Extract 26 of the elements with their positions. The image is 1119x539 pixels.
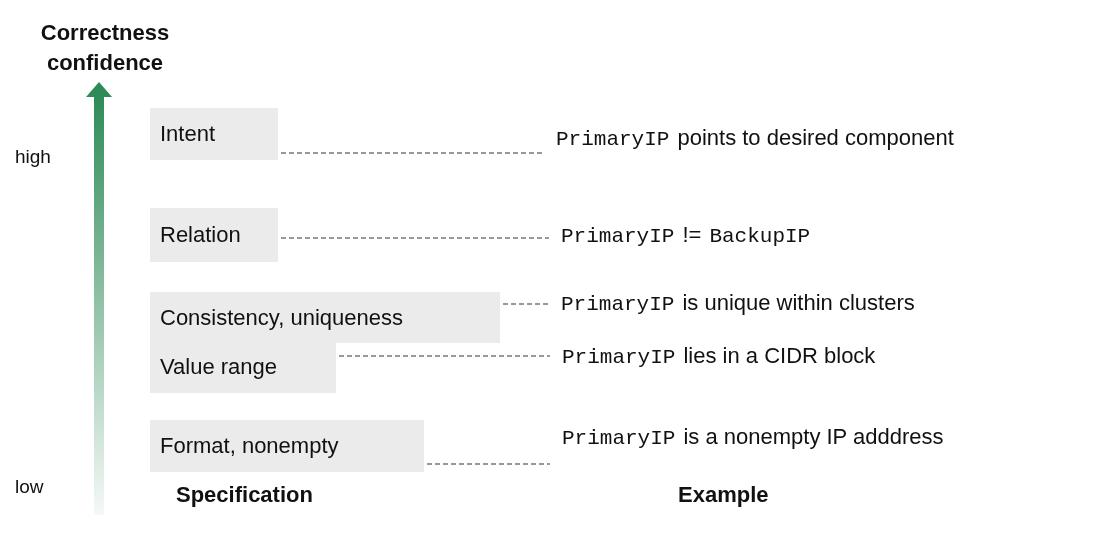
example-text: is a nonempty IP adddress bbox=[683, 424, 944, 450]
specification-label: Relation bbox=[160, 222, 241, 248]
specification-label: Value range bbox=[160, 354, 277, 380]
specification-label: Consistency, uniqueness bbox=[160, 304, 403, 331]
dashed-connector bbox=[426, 463, 551, 465]
code-text: PrimaryIP bbox=[556, 128, 670, 151]
specification-label: Intent bbox=[160, 121, 216, 147]
code-text: BackupIP bbox=[709, 225, 811, 248]
axis-label: low bbox=[15, 476, 44, 498]
example-text: points to desired component bbox=[677, 125, 954, 151]
dashed-connector bbox=[338, 355, 551, 357]
dashed-connector bbox=[280, 237, 550, 239]
dashed-connector bbox=[502, 303, 550, 305]
dashed-connector bbox=[280, 152, 545, 154]
example-text: != bbox=[682, 222, 702, 248]
code-text: PrimaryIP bbox=[561, 225, 675, 248]
code-text: PrimaryIP bbox=[561, 293, 675, 316]
code-text: PrimaryIP bbox=[562, 346, 676, 369]
example-text: lies in a CIDR block bbox=[683, 343, 876, 369]
specification-label: Format, nonempty bbox=[160, 433, 339, 459]
column-header: Example bbox=[678, 482, 769, 508]
example-text: is unique within clusters bbox=[682, 290, 915, 316]
column-header: Specification bbox=[176, 482, 313, 508]
code-text: PrimaryIP bbox=[562, 427, 676, 450]
axis-title: Correctness confidence bbox=[39, 19, 171, 77]
axis-label: high bbox=[15, 146, 51, 168]
